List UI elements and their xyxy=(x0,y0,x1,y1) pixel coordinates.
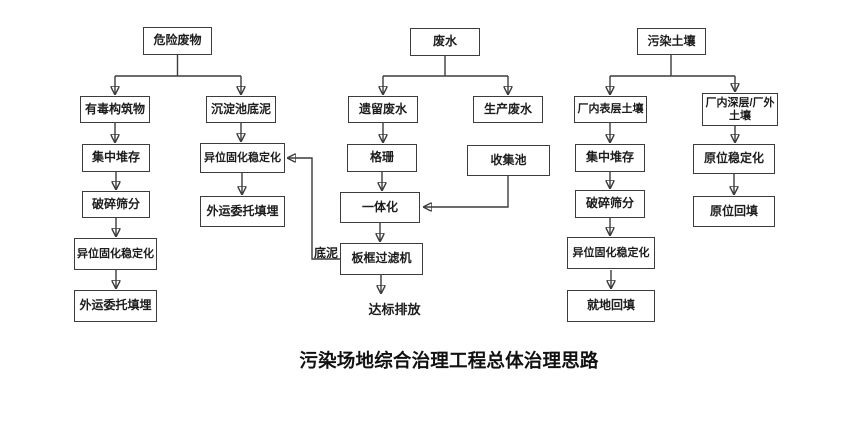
node-legacy-wastewater: 遗留废水 xyxy=(348,96,418,123)
node-hw-exsitu-solidification: 异位固化稳定化 xyxy=(74,238,157,270)
node-bar-screen: 格珊 xyxy=(347,144,417,172)
node-sp-exsitu-solidification: 异位固化稳定化 xyxy=(200,143,285,173)
node-plate-frame-filter: 板框过滤机 xyxy=(340,243,423,275)
node-insitu-stabilization: 原位稳定化 xyxy=(693,144,775,174)
node-contaminated-soil: 污染土壤 xyxy=(637,28,706,55)
node-soil-onsite-backfill: 就地回填 xyxy=(567,290,655,322)
node-soil-crush-screen: 破碎筛分 xyxy=(575,190,645,218)
node-soil-central-stockpile: 集中堆存 xyxy=(575,144,645,172)
node-insitu-backfill: 原位回填 xyxy=(693,196,775,227)
connector-split-soil xyxy=(610,55,735,77)
node-hw-central-stockpile: 集中堆存 xyxy=(82,144,150,172)
label-sludge: 底泥 xyxy=(314,246,339,260)
node-sediment-pond-sludge: 沉淀池底泥 xyxy=(206,96,276,123)
node-plant-surface-soil: 厂内表层土壤 xyxy=(574,96,647,123)
connector-collection-to-integrated xyxy=(424,176,509,207)
node-soil-exsitu-solidification: 异位固化稳定化 xyxy=(567,237,655,269)
node-wastewater: 废水 xyxy=(410,28,480,56)
diagram-title: 污染场地综合治理工程总体治理思路 xyxy=(299,352,599,372)
node-hw-crush-screen: 破碎筛分 xyxy=(82,191,150,218)
node-toxic-structures: 有毒构筑物 xyxy=(80,96,150,123)
connector-sludge-return xyxy=(288,158,340,260)
node-hazardous-waste: 危险废物 xyxy=(143,27,212,55)
node-integrated-unit: 一体化 xyxy=(340,192,420,223)
node-sp-offsite-landfill: 外运委托填埋 xyxy=(200,196,285,227)
node-hw-offsite-landfill: 外运委托填埋 xyxy=(74,290,157,322)
node-plant-deep-outside-soil: 厂内深层/厂外土壤 xyxy=(702,93,778,126)
node-production-wastewater: 生产废水 xyxy=(473,96,543,123)
connector-split-hazardous xyxy=(115,55,241,77)
node-collection-pond: 收集池 xyxy=(467,145,550,176)
connector-split-wastewater xyxy=(383,56,508,77)
label-discharge: 达标排放 xyxy=(368,302,421,317)
